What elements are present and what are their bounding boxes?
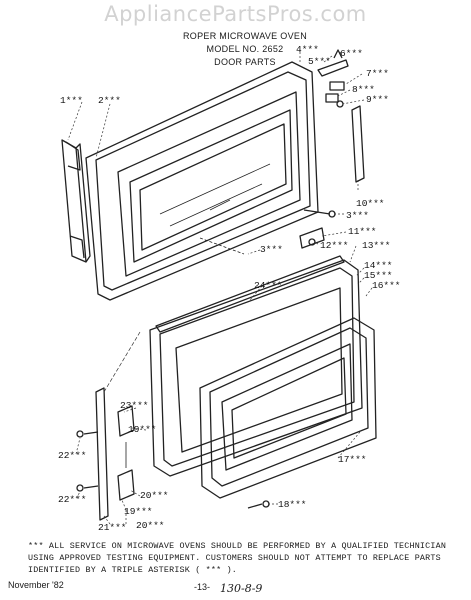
callout-12: 12*** bbox=[320, 240, 349, 251]
door-seal-strip-part bbox=[155, 255, 345, 333]
door-choke-frame-part bbox=[199, 317, 377, 499]
callout-15: 15*** bbox=[364, 270, 393, 281]
callout-18: 18*** bbox=[278, 499, 307, 510]
side-trim-strip-part bbox=[351, 105, 365, 183]
callout-10: 10*** bbox=[356, 198, 385, 209]
callout-3-lower: 3*** bbox=[260, 244, 283, 255]
door-handle-part bbox=[61, 139, 91, 263]
callout-14: 14*** bbox=[364, 260, 393, 271]
inner-door-panel-part bbox=[149, 259, 363, 477]
footer-page-number: -13- bbox=[194, 582, 211, 592]
callout-21: 21*** bbox=[98, 522, 127, 533]
callout-6: 6*** bbox=[340, 48, 363, 59]
watermark: AppliancePartsPros.com bbox=[104, 2, 367, 26]
callout-3-upper: 3*** bbox=[346, 210, 369, 221]
callout-2: 2*** bbox=[98, 95, 121, 106]
callout-24: 24*** bbox=[254, 280, 283, 291]
callout-8: 8*** bbox=[352, 84, 375, 95]
diagram-title-section: DOOR PARTS bbox=[214, 57, 276, 67]
callout-17: 17*** bbox=[338, 454, 367, 465]
callout-7: 7*** bbox=[366, 68, 389, 79]
callout-19-upper: 19*** bbox=[128, 424, 157, 435]
callout-22-lower: 22*** bbox=[58, 494, 87, 505]
footer-date: November '82 bbox=[8, 580, 64, 590]
callout-16: 16*** bbox=[372, 280, 401, 291]
callout-4: 4*** bbox=[296, 44, 319, 55]
callout-23: 23*** bbox=[120, 400, 149, 411]
diagram-title-line1: ROPER MICROWAVE OVEN bbox=[182, 31, 307, 41]
callout-20-upper: 20*** bbox=[140, 490, 169, 501]
latch-assembly-part bbox=[299, 227, 325, 249]
callout-9: 9*** bbox=[366, 94, 389, 105]
callout-19-lower: 19*** bbox=[124, 506, 153, 517]
callout-13: 13*** bbox=[362, 240, 391, 251]
handwritten-code: 130-8-9 bbox=[220, 582, 263, 595]
diagram-title-model: MODEL NO. 2652 bbox=[206, 44, 284, 54]
callout-11: 11*** bbox=[348, 226, 377, 237]
callout-5: 5*** bbox=[308, 56, 331, 67]
callout-20-lower: 20*** bbox=[136, 520, 165, 531]
callout-22-upper: 22*** bbox=[58, 450, 87, 461]
hinge-hardware-part bbox=[317, 49, 349, 108]
callout-1: 1*** bbox=[60, 95, 83, 106]
service-warning-note: *** ALL SERVICE ON MICROWAVE OVENS SHOUL… bbox=[28, 541, 447, 575]
lower-hinge-bracket-part bbox=[76, 387, 135, 521]
